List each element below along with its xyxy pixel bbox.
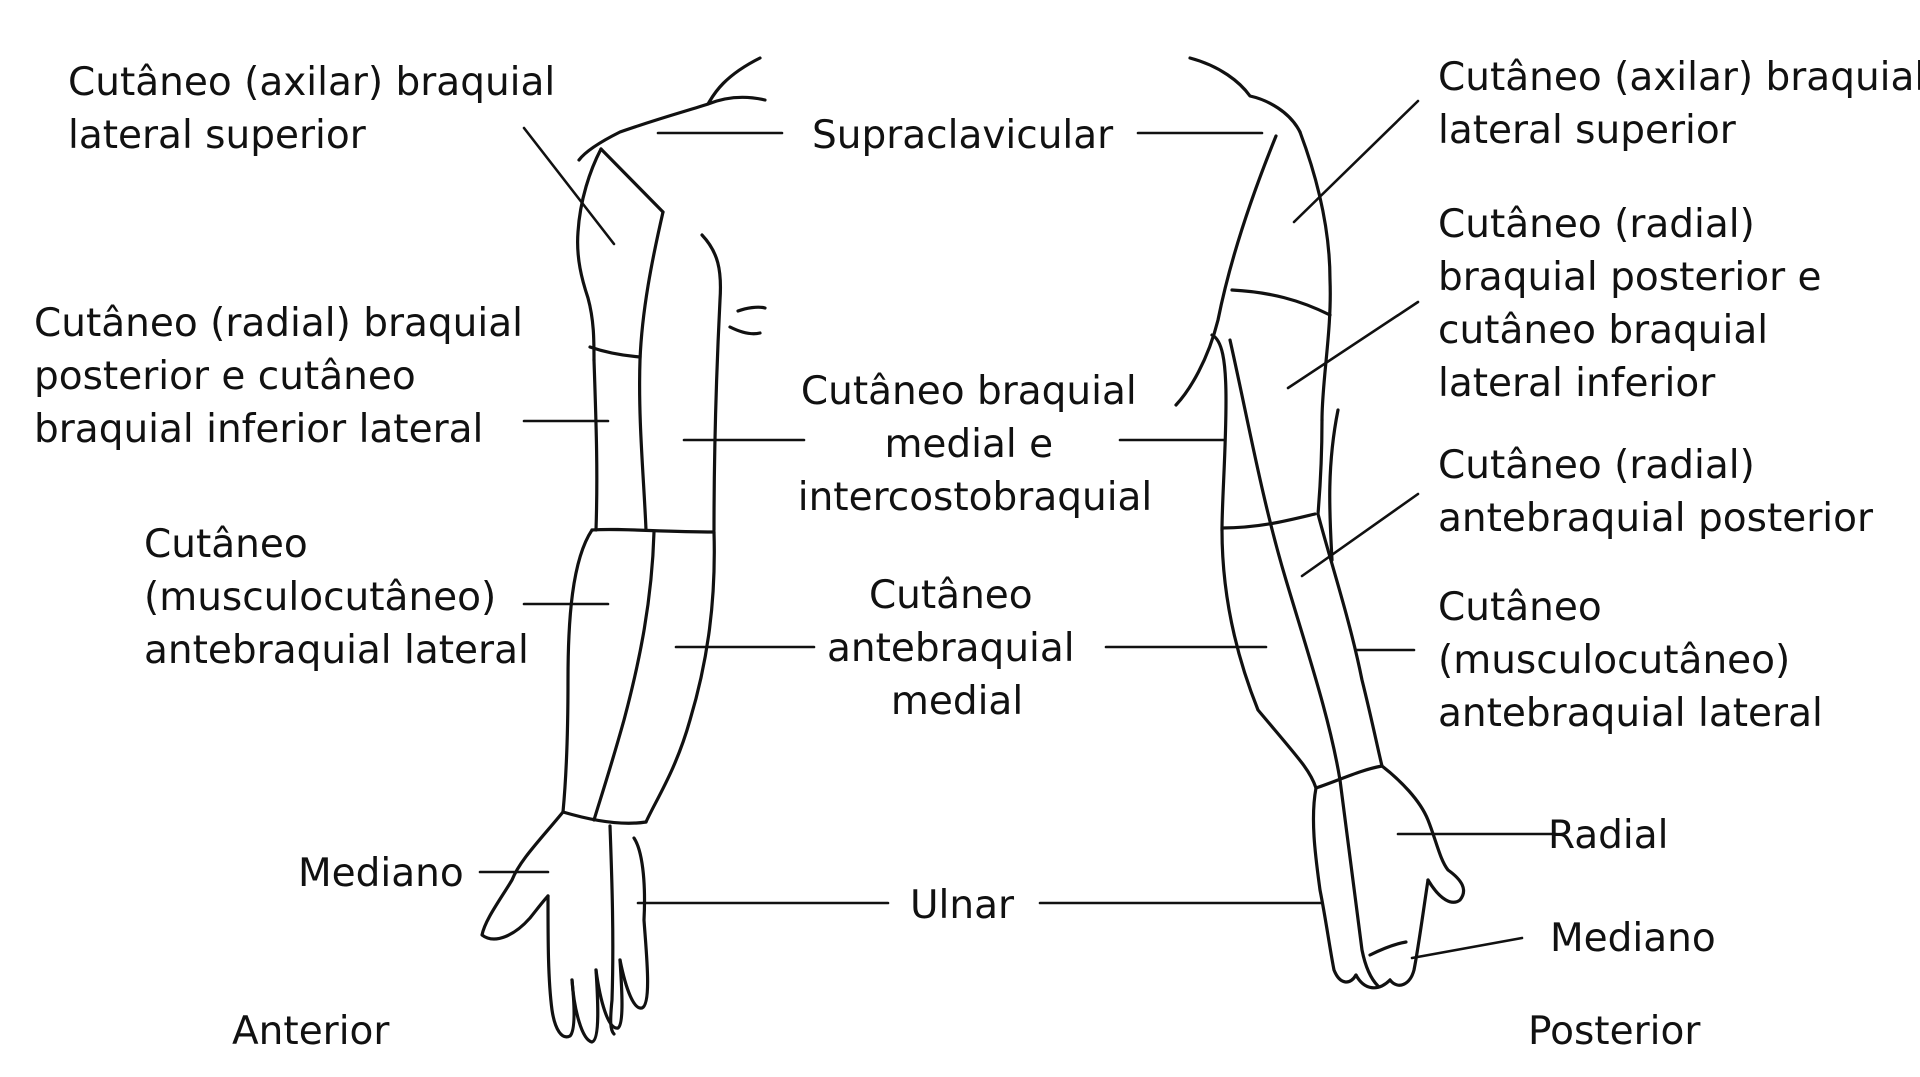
leader-posterior-radial-brachial bbox=[1286, 300, 1420, 390]
label-anterior-musculo: Cutâneo (musculocutâneo) antebraquial la… bbox=[144, 522, 529, 673]
label-medial-brachial: Cutâneo braquial medial e intercostobraq… bbox=[798, 369, 1153, 520]
leader-posterior-axillary bbox=[1292, 99, 1420, 224]
label-posterior-median: Mediano bbox=[1550, 916, 1716, 961]
label-ulnar: Ulnar bbox=[910, 883, 1015, 928]
leader-lines bbox=[478, 99, 1558, 960]
label-medial-antebrachial: Cutâneo antebraquial medial bbox=[827, 573, 1087, 724]
label-anterior-caption: Anterior bbox=[232, 1009, 390, 1054]
label-supraclavicular: Supraclavicular bbox=[812, 113, 1114, 158]
label-anterior-radial: Cutâneo (radial) braquial posterior e cu… bbox=[34, 301, 535, 452]
label-posterior-axillary: Cutâneo (axilar) braquial lateral superi… bbox=[1438, 55, 1920, 153]
labels: Cutâneo (axilar) braquial lateral superi… bbox=[34, 55, 1920, 1054]
label-posterior-radial-antebrachial: Cutâneo (radial) antebraquial posterior bbox=[1438, 443, 1874, 541]
leader-posterior-median bbox=[1410, 936, 1524, 960]
label-posterior-radial-brachial: Cutâneo (radial) braquial posterior e cu… bbox=[1438, 202, 1834, 406]
anterior-arm-outline bbox=[480, 56, 767, 1044]
label-anterior-axillary: Cutâneo (axilar) braquial lateral superi… bbox=[68, 60, 568, 158]
leader-anterior-axillary bbox=[522, 126, 616, 246]
label-radial: Radial bbox=[1548, 813, 1668, 858]
leader-posterior-radial-antebrachial bbox=[1300, 492, 1420, 578]
label-posterior-musculo: Cutâneo (musculocutâneo) antebraquial la… bbox=[1438, 585, 1823, 736]
posterior-arm-outline bbox=[1174, 56, 1466, 990]
label-posterior-caption: Posterior bbox=[1528, 1009, 1701, 1054]
label-anterior-median: Mediano bbox=[298, 851, 464, 896]
